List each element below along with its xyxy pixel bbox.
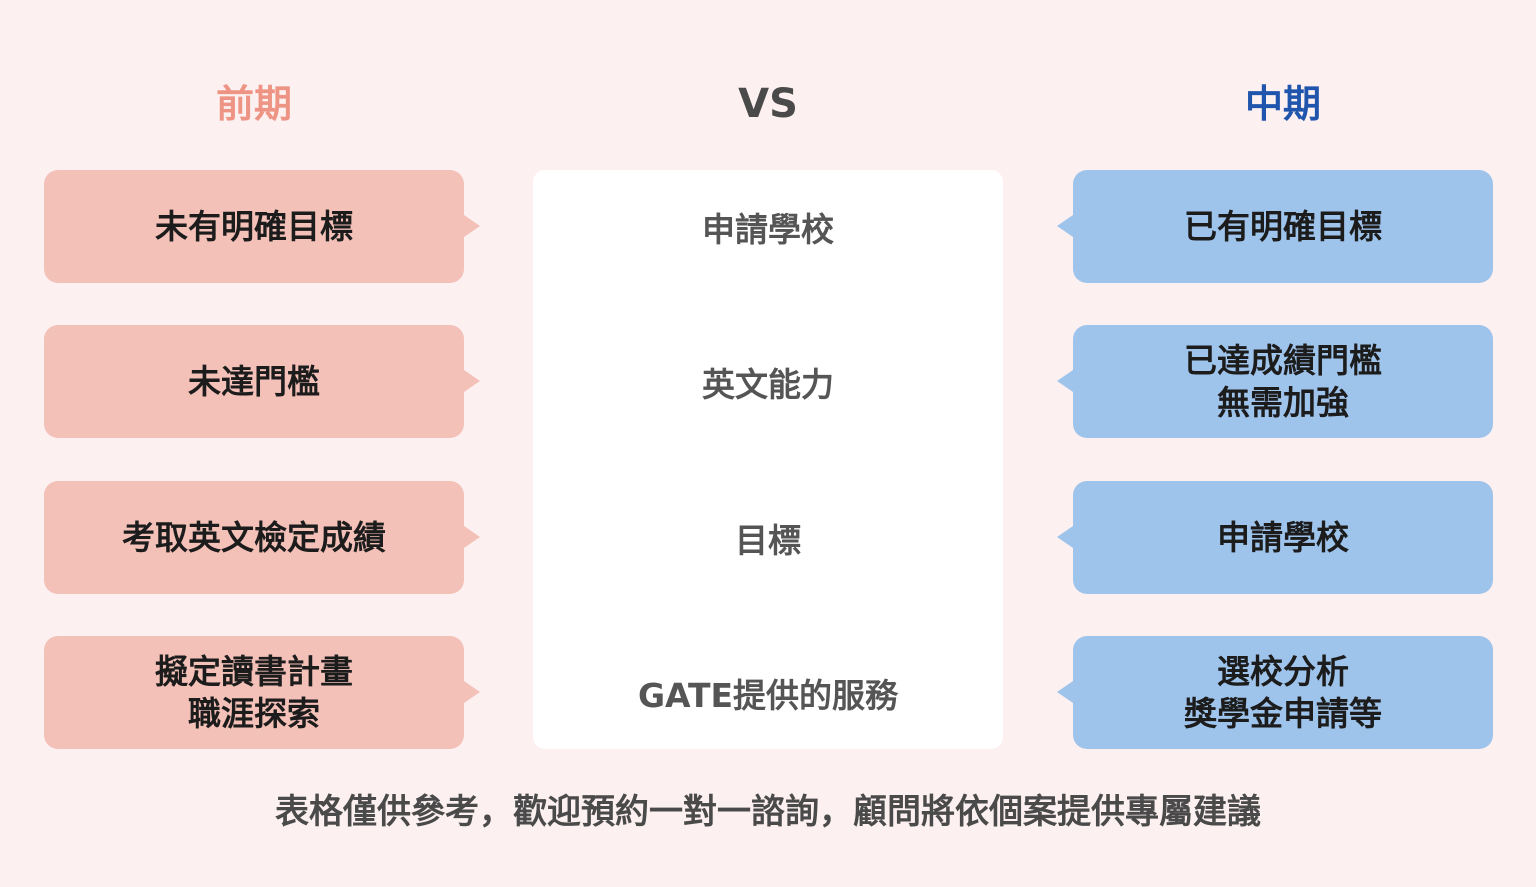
early-box-row-4-line-2: 職涯探索 xyxy=(188,693,320,733)
early-box-row-3: 考取英文檢定成績 xyxy=(44,481,480,594)
mid-box-row-3-line-1: 申請學校 xyxy=(1217,517,1349,557)
early-box-row-2: 未達門檻 xyxy=(44,325,480,438)
center-panel: 申請學校 英文能力 目標 GATE提供的服務 xyxy=(533,170,1003,749)
mid-box-row-2: 已達成績門檻 無需加強 xyxy=(1057,325,1493,438)
early-box-row-3-line-1: 考取英文檢定成績 xyxy=(122,517,386,557)
mid-box-row-1: 已有明確目標 xyxy=(1057,170,1493,283)
mid-box-row-3: 申請學校 xyxy=(1057,481,1493,594)
center-label-goal: 目標 xyxy=(735,520,801,560)
early-box-row-2-line-1: 未達門檻 xyxy=(188,361,320,401)
header-vs: VS xyxy=(738,81,798,127)
center-label-gate-services: GATE提供的服務 xyxy=(637,675,899,715)
mid-box-row-1-line-1: 已有明確目標 xyxy=(1184,206,1382,246)
mid-box-row-4-line-2: 獎學金申請等 xyxy=(1184,693,1382,733)
header-early-stage: 前期 xyxy=(215,82,292,126)
center-label-english-ability: 英文能力 xyxy=(702,364,834,404)
mid-box-row-2-line-2: 無需加強 xyxy=(1217,382,1349,422)
early-box-row-4-line-1: 擬定讀書計畫 xyxy=(155,651,353,691)
center-label-applying-schools: 申請學校 xyxy=(702,209,834,249)
mid-box-row-4-line-1: 選校分析 xyxy=(1217,651,1349,691)
early-box-row-4: 擬定讀書計畫 職涯探索 xyxy=(44,636,480,749)
early-box-row-1-line-1: 未有明確目標 xyxy=(155,206,353,246)
footer-note: 表格僅供參考，歡迎預約一對一諮詢，顧問將依個案提供專屬建議 xyxy=(275,792,1261,832)
mid-box-row-2-line-1: 已達成績門檻 xyxy=(1184,340,1382,380)
header-mid-stage: 中期 xyxy=(1244,82,1321,126)
early-box-row-1: 未有明確目標 xyxy=(44,170,480,283)
mid-box-row-4: 選校分析 獎學金申請等 xyxy=(1057,636,1493,749)
